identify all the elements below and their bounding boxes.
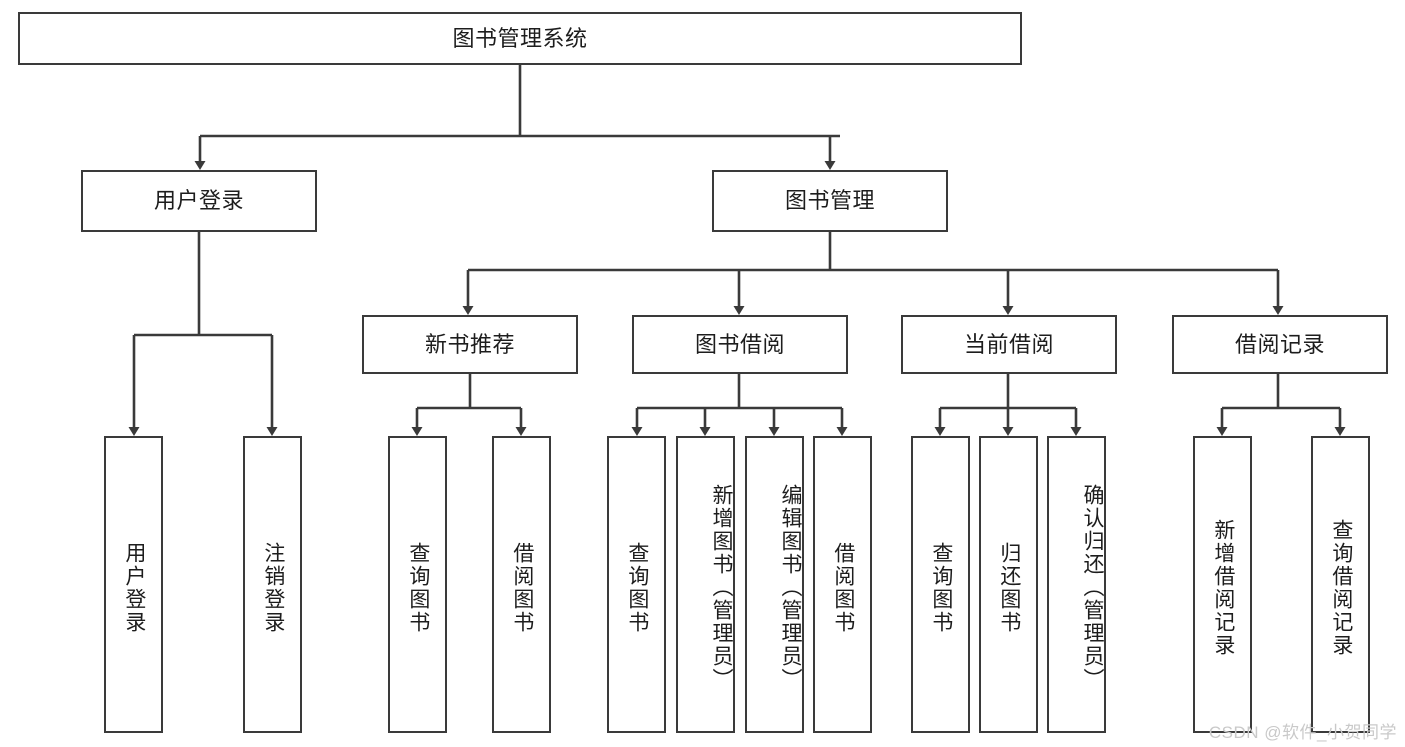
node-current-borrow[interactable]: 当前借阅 (901, 315, 1117, 374)
leaf-currentborrow-return-book-label: 归还图书 (997, 541, 1021, 634)
node-root-label: 图书管理系统 (452, 25, 588, 51)
leaf-borrowrecord-add-record-label: 新增借阅记录 (1211, 518, 1235, 657)
node-user-login-label: 用户登录 (153, 188, 244, 214)
node-new-book-recommend[interactable]: 新书推荐 (362, 315, 578, 374)
node-borrow-record[interactable]: 借阅记录 (1172, 315, 1388, 374)
node-current-borrow-label: 当前借阅 (963, 331, 1054, 357)
node-book-manage-label: 图书管理 (784, 188, 875, 214)
leaf-borrowrecord-query-record-label: 查询借阅记录 (1329, 518, 1353, 657)
leaf-newbook-borrow-book-label: 借阅图书 (510, 541, 534, 634)
csdn-watermark: CSDN @软件_小贺同学 (1208, 723, 1397, 742)
leaf-currentborrow-confirm-return[interactable]: 确认归还（管理员） (1047, 436, 1106, 733)
leaf-bookborrow-borrow-book-label: 借阅图书 (831, 541, 855, 634)
leaf-bookborrow-add-book-label: 新增图书（管理员） (710, 484, 733, 691)
node-new-book-recommend-label: 新书推荐 (424, 331, 515, 357)
leaf-currentborrow-query-book[interactable]: 查询图书 (911, 436, 970, 733)
node-book-manage[interactable]: 图书管理 (712, 170, 948, 232)
leaf-user-login[interactable]: 用户登录 (104, 436, 163, 733)
leaf-user-login-label: 用户登录 (122, 541, 146, 634)
leaf-currentborrow-confirm-return-label: 确认归还（管理员） (1081, 484, 1104, 691)
leaf-logout[interactable]: 注销登录 (243, 436, 302, 733)
leaf-bookborrow-edit-book-label: 编辑图书（管理员） (779, 484, 802, 691)
leaf-borrowrecord-add-record[interactable]: 新增借阅记录 (1193, 436, 1252, 733)
leaf-bookborrow-add-book[interactable]: 新增图书（管理员） (676, 436, 735, 733)
node-user-login[interactable]: 用户登录 (81, 170, 317, 232)
leaf-newbook-borrow-book[interactable]: 借阅图书 (492, 436, 551, 733)
leaf-currentborrow-query-book-label: 查询图书 (929, 541, 953, 634)
leaf-currentborrow-return-book[interactable]: 归还图书 (979, 436, 1038, 733)
node-root[interactable]: 图书管理系统 (18, 12, 1022, 65)
leaf-logout-label: 注销登录 (261, 541, 285, 634)
node-book-borrow-label: 图书借阅 (694, 331, 785, 357)
leaf-newbook-query-book-label: 查询图书 (406, 541, 430, 634)
leaf-bookborrow-query-book[interactable]: 查询图书 (607, 436, 666, 733)
leaf-bookborrow-query-book-label: 查询图书 (625, 541, 649, 634)
node-borrow-record-label: 借阅记录 (1234, 331, 1325, 357)
node-book-borrow[interactable]: 图书借阅 (632, 315, 848, 374)
leaf-borrowrecord-query-record[interactable]: 查询借阅记录 (1311, 436, 1370, 733)
leaf-bookborrow-borrow-book[interactable]: 借阅图书 (813, 436, 872, 733)
leaf-newbook-query-book[interactable]: 查询图书 (388, 436, 447, 733)
leaf-bookborrow-edit-book[interactable]: 编辑图书（管理员） (745, 436, 804, 733)
